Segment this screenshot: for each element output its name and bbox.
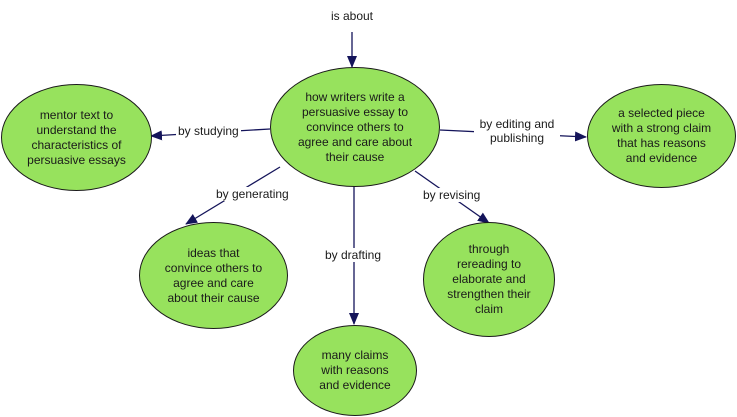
node-rereading[interactable]: through rereading to elaborate and stren… (423, 222, 555, 337)
node-center[interactable]: how writers write a persuasive essay to … (270, 67, 440, 187)
label-by-drafting: by drafting (323, 248, 384, 262)
label-by-editing-and-publishing: by editing and publishing (474, 117, 560, 145)
node-selected-piece[interactable]: a selected piece with a strong claim tha… (587, 84, 736, 188)
node-claims[interactable]: many claims with reasons and evidence (293, 325, 417, 416)
label-by-generating: by generating (214, 187, 291, 201)
label-by-studying: by studying (176, 124, 241, 138)
label-is-about: is about (322, 9, 382, 23)
label-by-revising: by revising (421, 188, 483, 202)
node-mentor-text[interactable]: mentor text to understand the characteri… (1, 84, 152, 191)
node-ideas[interactable]: ideas that convince others to agree and … (139, 222, 288, 329)
